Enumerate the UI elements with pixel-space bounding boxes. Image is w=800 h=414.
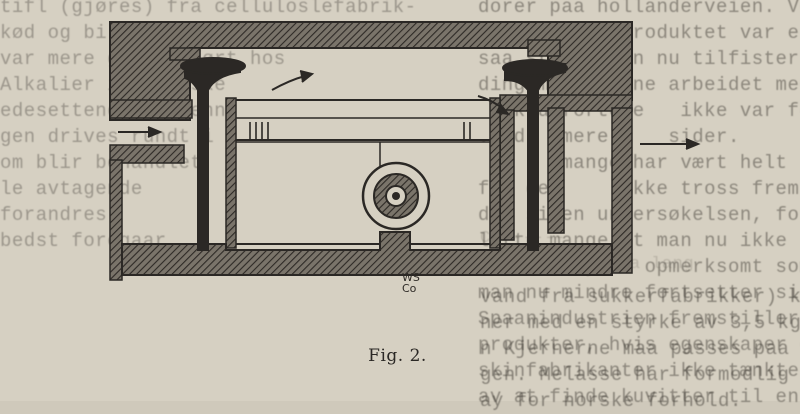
flow-arrows (118, 70, 701, 150)
technical-figure (109, 21, 701, 281)
bleed-through-text-right-lower: vand fra sukkerfabrikker) kan ner med en… (480, 286, 800, 412)
left-inlet-upper (109, 99, 193, 119)
figure-marking-line1: WS (402, 271, 420, 284)
bottom-base (121, 231, 613, 276)
piston-rings (249, 122, 471, 140)
figure-marking-line2: Co (402, 282, 417, 295)
figure-caption: Fig. 2. (368, 346, 427, 366)
left-valve (180, 57, 246, 251)
figure-marking: WS Co (402, 272, 420, 294)
right-valve (502, 59, 568, 251)
central-block (229, 99, 501, 141)
